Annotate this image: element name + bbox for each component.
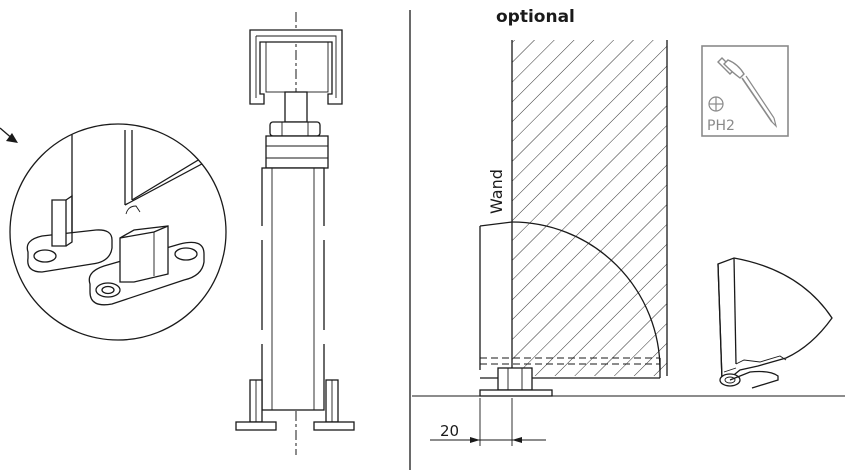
dimension-label: 20	[440, 422, 459, 440]
screwdriver-icon	[717, 57, 778, 128]
wall-hatch	[512, 40, 667, 376]
clamp-block	[265, 135, 329, 169]
floor-guide-right	[313, 379, 355, 431]
door-swing-arc	[511, 221, 661, 371]
detail-magnifier	[0, 123, 227, 341]
perspective-view	[717, 257, 833, 389]
optional-label: optional	[496, 7, 575, 27]
wall-label: Wand	[487, 169, 506, 214]
dimension-20: 20	[430, 398, 546, 446]
phillips-head-icon	[708, 96, 724, 112]
detail-circle	[9, 123, 227, 341]
floor-guide-front	[88, 205, 205, 306]
tool-box: PH2	[701, 45, 789, 137]
hanger-nut	[269, 121, 321, 137]
detail-arrow	[0, 127, 18, 143]
hanger-stem	[284, 91, 308, 123]
tool-label: PH2	[707, 118, 735, 134]
floor-guide-topview	[479, 367, 553, 397]
roller-assembly-front	[235, 12, 355, 455]
door-edge	[258, 167, 328, 411]
floor-guide-back	[26, 194, 113, 273]
top-view-wall: optional Wand 20	[412, 7, 845, 446]
rail-profile	[249, 29, 343, 105]
floor-guide-left	[235, 379, 277, 431]
